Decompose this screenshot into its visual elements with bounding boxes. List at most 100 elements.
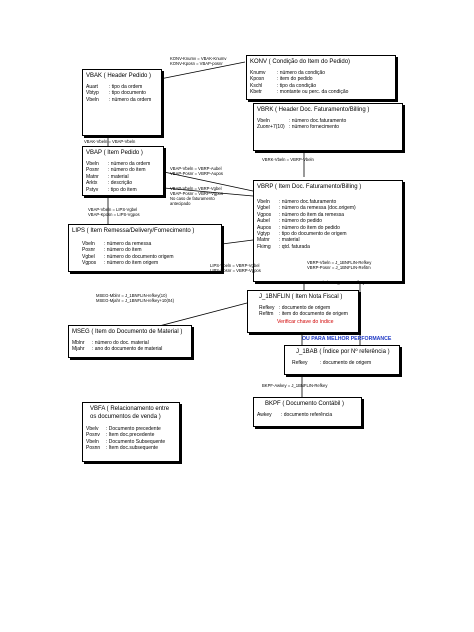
- field-desc: : número do doc. material: [92, 340, 149, 346]
- field-name: Refkey: [259, 305, 275, 311]
- field-desc: : tipo do item: [108, 186, 137, 193]
- bkpf-table-box: BKPF ( Documento Contábil ) Awkey: docum…: [253, 397, 362, 427]
- j1bab-table-box: J_1BAB ( Índice por Nº referência ) Refk…: [284, 345, 400, 375]
- field-name: Posnr: [86, 167, 100, 174]
- field-desc: : número da remessa (doc.origem): [279, 205, 356, 212]
- konv-field-row: Kschl: tipo da condição: [250, 83, 392, 89]
- field-name: Auart: [86, 84, 98, 90]
- field-desc: : documento referência: [281, 412, 333, 418]
- field-desc: : número do item origem: [104, 260, 159, 267]
- lips-title: LIPS ( Item Remessa/Delivery/Forneciment…: [72, 228, 195, 234]
- field-name: Aubel: [257, 218, 270, 225]
- field-name: Posnn: [86, 445, 101, 452]
- vbap-table-box: VBAP ( Item Pedido ) Vbeln: número da or…: [82, 146, 164, 196]
- vbap-field-row: Vbeln: número da ordem: [86, 161, 160, 167]
- field-desc: : Documento precedente: [106, 426, 161, 432]
- join-label-bkpf-j1bnflin: BKPF-Awkey = J_1BNFLIN-Refkey: [262, 383, 328, 388]
- vbrp-title: VBRP ( Item Doc. Faturamento/Billing ): [257, 184, 362, 190]
- vbrp-field-row: Aupos : número do item do pedido: [257, 225, 399, 231]
- field-name: Posnr: [82, 247, 96, 254]
- field-name: Aupos: [257, 224, 272, 231]
- j1bab-title: J_1BAB ( Índice por Nº referência ): [296, 349, 390, 355]
- field-desc: : item do pedido: [277, 76, 313, 83]
- vbrk-table-box: VBRK ( Header Doc. Faturamento/Billing )…: [253, 103, 403, 151]
- lips-fields: Vbeln: número da remessa Posnr: número d…: [72, 241, 218, 267]
- field-desc: : montante ou perc. da condição: [277, 89, 349, 96]
- konv-fields: Knumv: número da condição Kposn : item do…: [250, 70, 392, 96]
- field-name: Vgpos: [257, 211, 272, 218]
- field-desc: : documento de origem: [279, 305, 331, 311]
- vbfa-field-row: Vbelv : Documento precedente: [86, 426, 176, 432]
- vbap-field-row: Matnr: material: [86, 174, 160, 180]
- vbap-field-row: Arktx: descrição: [86, 180, 160, 186]
- field-desc: : número do item do pedido: [279, 224, 340, 231]
- lips-table-box: LIPS ( Item Remessa/Delivery/Forneciment…: [68, 224, 222, 272]
- vbrk-field-row: Zuonr+7(10) : número fornecimento: [257, 124, 399, 130]
- mseg-field-row: Mjahr : ano do documento de material: [72, 346, 188, 352]
- field-name: Kschl: [250, 82, 263, 89]
- field-name: Refitm: [259, 311, 274, 318]
- vbfa-field-row: Posnv : Item doc.precedente: [86, 432, 176, 438]
- field-name: Vbeln: [86, 438, 99, 445]
- index-key-note: Verificar chave do índice: [277, 318, 334, 325]
- field-desc: : Item doc.precedente: [106, 432, 155, 439]
- field-name: Kposn: [250, 76, 265, 83]
- konv-table-box: KONV ( Condição do Item do Pedido) Knumv…: [246, 55, 396, 100]
- field-name: Vbelv: [86, 426, 99, 432]
- field-desc: : documento de origem: [320, 360, 372, 366]
- vbfa-field-row: Vbeln: Documento Subsequente: [86, 439, 176, 445]
- field-name: Posnv: [86, 432, 100, 439]
- lips-field-row: Vbeln : número da remessa: [82, 241, 218, 247]
- field-desc: : qtd. faturada: [279, 243, 310, 250]
- field-desc: : número doc.faturamento: [279, 199, 337, 205]
- field-desc: : tipo da ordem: [109, 84, 143, 90]
- field-desc: : número da ordem: [108, 161, 151, 167]
- vbrp-field-row: Aubel: número do pedido: [257, 218, 399, 224]
- field-name: Zuonr+7(10): [257, 124, 285, 131]
- vbrp-field-row: Fkimg : qtd. faturada: [257, 244, 399, 250]
- field-name: Vbeln: [82, 241, 95, 247]
- field-desc: : tipo documento: [109, 90, 146, 97]
- vbfa-table-box: VBFA ( Relacionamento entre os documento…: [82, 402, 180, 462]
- field-desc: : número fornecimento: [289, 124, 340, 131]
- lips-field-row: Posnr: número do item: [82, 247, 218, 253]
- vbak-title: VBAK ( Header Pedido ): [86, 73, 152, 79]
- field-desc: : ano do documento de material: [92, 346, 163, 353]
- mseg-field-row: Mblnr: número do doc. material: [72, 340, 188, 346]
- vbrp-field-row: Matnr: material: [257, 237, 399, 243]
- field-name: Pstyv: [86, 186, 99, 193]
- field-name: Awkey: [257, 412, 272, 418]
- konv-field-row: Knumv: número da condição: [250, 70, 392, 76]
- performance-heading: OU PARA MELHOR PERFORMANCE: [302, 336, 392, 342]
- field-desc: : tipo do documento de origem: [279, 231, 347, 238]
- mseg-fields: Mblnr: número do doc. material Mjahr : an…: [72, 340, 188, 353]
- vbap-title: VBAP ( Item Pedido ): [86, 150, 143, 156]
- bkpf-field-row: Awkey : documento referência: [257, 412, 358, 418]
- mseg-table-box: MSEG ( Item do Documento de Material ) M…: [68, 325, 192, 358]
- j1bnflin-field-row: Refkey : documento de origem: [259, 305, 355, 311]
- vbfa-field-row: Posnn: Item doc.subsequente: [86, 445, 176, 451]
- field-name: Fkimg: [257, 243, 271, 250]
- field-desc: : número da remessa: [104, 241, 152, 247]
- field-desc: : item do documento de origem: [279, 311, 348, 318]
- vbrp-field-row: Vbeln: número doc.faturamento: [257, 199, 399, 205]
- j1bnflin-table-box: J_1BNFLIN ( Item Nota Fiscal ) Refkey: d…: [247, 290, 359, 333]
- join-label-vbak-konv: KONV-Knumv = VBAK-Knumv KONV-Kposn = VBA…: [170, 56, 227, 66]
- j1bnflin-fields: Refkey : documento de origem Refitm : item…: [251, 305, 355, 318]
- join-label-lips-vbrp: LIPS-Vbeln = VBRP-Vgbel LIPS-Posnr = VBR…: [210, 263, 261, 273]
- j1bnflin-field-row: Refitm : item do documento de origem: [259, 311, 355, 317]
- field-name: Mjahr: [72, 346, 85, 353]
- vbap-field-row: Pstyv : tipo do item: [86, 187, 160, 193]
- vbrp-field-row: Vgbel: número da remessa (doc.origem): [257, 205, 399, 211]
- vbak-field-row: Vbeln: número da ordem: [86, 97, 158, 103]
- field-name: Vbtyp: [86, 90, 99, 97]
- field-desc: : número do item da remessa: [279, 211, 345, 218]
- vbrk-title: VBRK ( Header Doc. Faturamento/Billing ): [257, 107, 370, 113]
- konv-field-row: Kbetr: montante ou perc. da condição: [250, 89, 392, 95]
- join-label-vbrp-j1bnflin: VBRP-Vbeln = J_1BNFLIN-Refkey VBRP-Posnr…: [307, 260, 372, 270]
- vbrp-field-row: Vgpos : número do item da remessa: [257, 212, 399, 218]
- field-name: Knumv: [250, 70, 266, 76]
- vbrp-fields: Vbeln: número doc.faturamento Vgbel: núm…: [257, 199, 399, 250]
- vbrp-field-row: Vgtyp: tipo do documento de origem: [257, 231, 399, 237]
